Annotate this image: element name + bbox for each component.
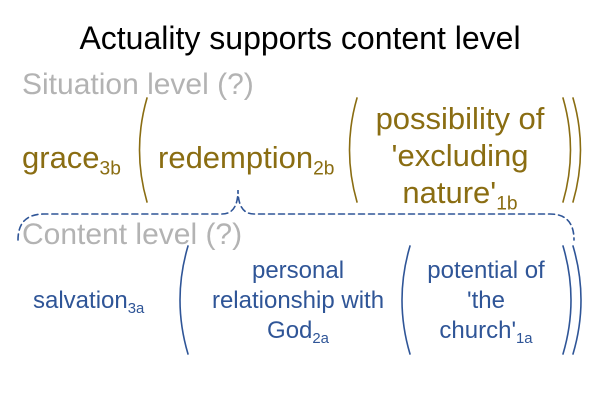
term-redemption-subscript: 2b	[313, 158, 335, 180]
term-salvation-subscript: 3a	[127, 301, 145, 318]
diagram-title: Actuality supports content level	[79, 20, 521, 56]
term-relationship-subscript: 2a	[312, 331, 329, 348]
term-relationship-line1: personal	[251, 257, 345, 284]
term-relationship-line3: God	[267, 317, 313, 344]
content-level-label: Content level (?)	[22, 218, 243, 251]
term-salvation-text: salvation	[33, 287, 128, 314]
situation-close-paren-2	[572, 97, 582, 203]
term-potential-line3-wrap: church'1a	[414, 316, 558, 348]
term-grace: grace3b	[22, 140, 121, 179]
term-possibility-line3-wrap: nature'1b	[362, 174, 558, 214]
term-salvation: salvation3a	[33, 287, 145, 318]
term-relationship: personal relationship with God2a	[192, 256, 404, 348]
term-potential-line3: church'	[439, 317, 517, 344]
term-relationship-line3-wrap: God2a	[192, 316, 404, 348]
term-possibility-line1: possibility of	[375, 101, 545, 136]
content-open-paren-inner	[401, 245, 411, 355]
term-grace-subscript: 3b	[99, 158, 121, 180]
term-possibility-line3: nature'	[402, 175, 497, 210]
dashed-brace-connector	[17, 189, 575, 241]
situation-open-paren-outer	[138, 97, 148, 203]
term-possibility: possibility of 'excluding nature'1b	[362, 100, 558, 214]
situation-close-paren-1	[562, 97, 572, 203]
term-redemption-text: redemption	[158, 140, 314, 175]
situation-open-paren-inner	[348, 97, 358, 203]
situation-level-label: Situation level (?)	[22, 68, 254, 101]
content-close-paren-1	[562, 245, 572, 355]
term-grace-text: grace	[22, 140, 100, 175]
term-relationship-line2: relationship with	[211, 287, 385, 314]
term-potential-line1: potential of	[427, 257, 545, 284]
term-potential: potential of 'the church'1a	[414, 256, 558, 348]
term-possibility-subscript: 1b	[496, 193, 518, 215]
term-potential-subscript: 1a	[516, 331, 533, 348]
term-potential-line2: 'the	[467, 287, 505, 314]
content-close-paren-2	[572, 245, 582, 355]
term-redemption: redemption2b	[158, 140, 334, 179]
content-open-paren-outer	[179, 245, 189, 355]
term-possibility-line2: 'excluding	[391, 138, 529, 173]
